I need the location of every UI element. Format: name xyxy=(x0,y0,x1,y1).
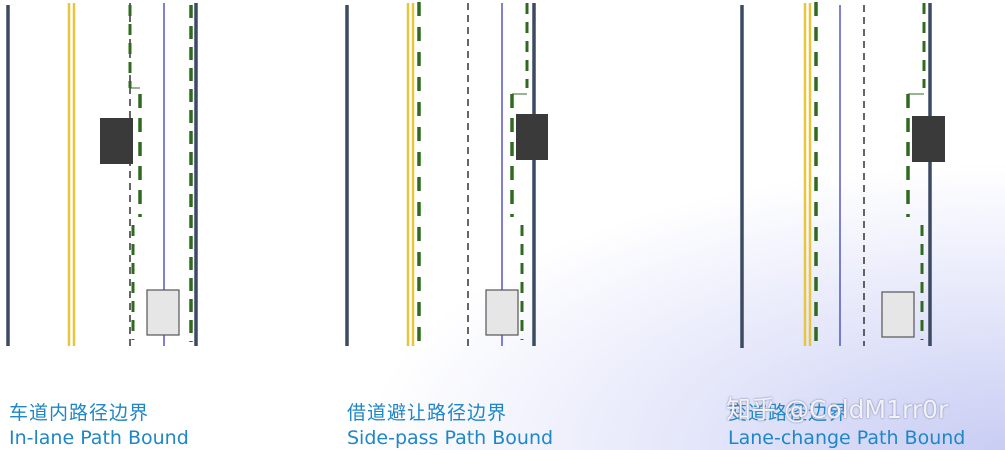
obstacle xyxy=(912,116,945,162)
caption-zh-in-lane: 车道内路径边界 xyxy=(9,402,150,424)
caption-en-lane-change: Lane-change Path Bound xyxy=(728,427,966,449)
caption-zh-side-pass: 借道避让路径边界 xyxy=(347,402,508,424)
obstacle xyxy=(100,118,133,164)
watermark: 知乎 @ColdM1rr0r xyxy=(726,395,949,424)
ego-vehicle xyxy=(485,289,519,336)
ego-vehicle xyxy=(881,291,915,338)
caption-en-in-lane: In-lane Path Bound xyxy=(9,427,189,449)
obstacle xyxy=(516,114,548,160)
caption-en-side-pass: Side-pass Path Bound xyxy=(347,427,554,449)
panel-side-pass xyxy=(345,2,548,346)
caption-zh-lane-change: 变道路径边界 xyxy=(728,402,849,424)
panel-in-lane xyxy=(6,3,198,346)
ego-vehicle xyxy=(146,289,180,336)
panel-lane-change xyxy=(740,2,945,348)
